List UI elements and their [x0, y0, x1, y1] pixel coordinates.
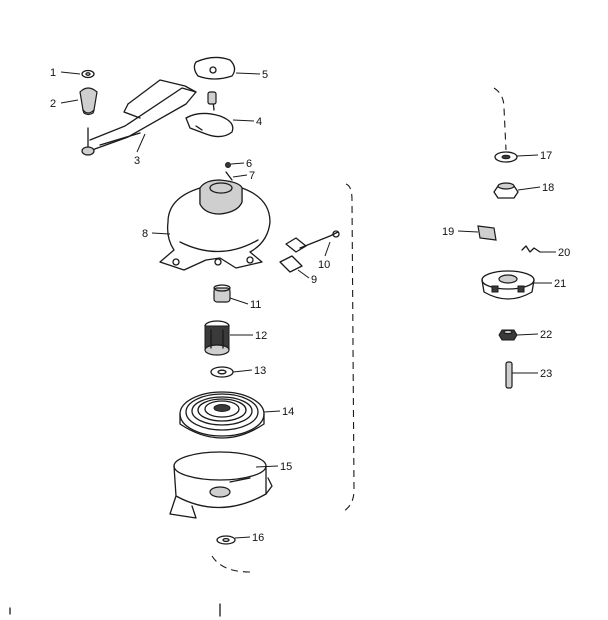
- callout-14: 14: [282, 406, 294, 418]
- part-16-washer: [216, 535, 236, 545]
- part-9-clip: [279, 237, 307, 273]
- callout-9: 9: [311, 274, 317, 286]
- callout-17: 17: [540, 150, 552, 162]
- part-15-cup: [169, 451, 273, 519]
- part-5-plate: [193, 56, 236, 80]
- part-1-washer: [81, 69, 95, 79]
- part-13-washer: [210, 366, 234, 378]
- callout-12: 12: [255, 330, 267, 342]
- part-19-pawl: [477, 225, 497, 241]
- callout-18: 18: [542, 182, 554, 194]
- part-4-bracket: [185, 91, 234, 138]
- leader-lines: [60, 71, 556, 539]
- callout-11: 11: [250, 299, 261, 311]
- part-14-spring: [179, 391, 265, 439]
- callout-10: 10: [318, 259, 330, 271]
- callout-13: 13: [254, 365, 266, 377]
- callout-7: 7: [249, 170, 255, 182]
- part-10-link: [299, 230, 340, 249]
- callout-20: 20: [558, 247, 570, 259]
- assembly-guide-left: [341, 183, 355, 513]
- callout-4: 4: [256, 116, 262, 128]
- part-12-spool: [204, 320, 230, 356]
- part-18-nut: [493, 182, 519, 199]
- part-8-housing: [159, 179, 271, 271]
- callout-19: 19: [442, 226, 454, 238]
- callout-16: 16: [252, 532, 264, 544]
- part-7-pin: [225, 171, 233, 181]
- part-22-nut: [498, 329, 518, 341]
- callout-22: 22: [540, 329, 552, 341]
- callout-3: 3: [134, 155, 140, 167]
- part-6-screw: [225, 162, 231, 168]
- assembly-guide-right: [493, 87, 507, 151]
- part-17-washer: [494, 151, 518, 163]
- callout-23: 23: [540, 368, 552, 380]
- callout-1: 1: [50, 67, 56, 79]
- callout-21: 21: [554, 278, 566, 290]
- part-23-pin: [505, 361, 513, 389]
- part-3-lever: [81, 79, 197, 156]
- assembly-guide-bottom: [211, 555, 251, 573]
- callout-5: 5: [262, 69, 268, 81]
- part-11-bushing: [213, 284, 231, 303]
- part-2-knob: [79, 87, 98, 116]
- part-20-spring: [521, 245, 541, 253]
- callout-2: 2: [50, 98, 56, 110]
- callout-8: 8: [142, 228, 148, 240]
- callout-15: 15: [280, 461, 292, 473]
- part-21-pulley: [481, 270, 535, 300]
- callout-6: 6: [246, 158, 252, 170]
